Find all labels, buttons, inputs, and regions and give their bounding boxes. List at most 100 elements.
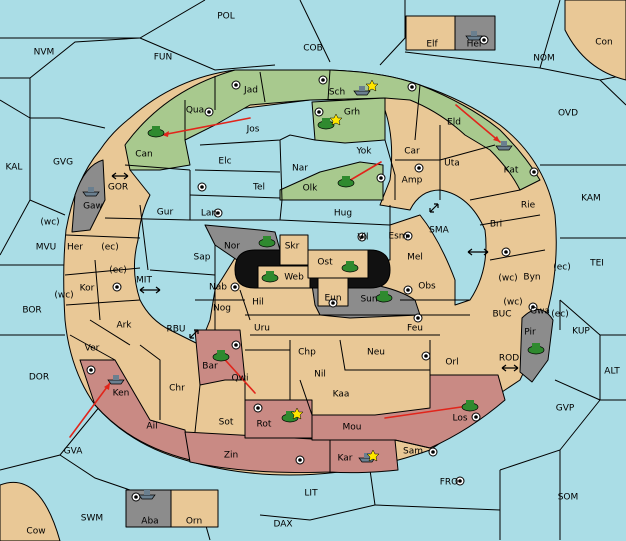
region-label-dor: DOR (29, 373, 49, 383)
region-label-gva: GVA (64, 447, 84, 457)
region-label-nar: Nar (292, 164, 308, 174)
supply-center (479, 35, 489, 45)
region-label-alt: ALT (604, 367, 620, 377)
order-arrows (69, 104, 501, 438)
region-label-vil: Vil (358, 233, 369, 243)
star-icon (366, 449, 380, 462)
army-icon (341, 261, 359, 273)
region-label-som: SOM (558, 493, 579, 503)
army-units[interactable] (147, 118, 545, 423)
region-label-nog: Nog (213, 304, 231, 314)
region-label-cow: Cow (26, 527, 45, 537)
fleet-units[interactable] (82, 31, 513, 500)
army-icon (375, 291, 393, 303)
region-elf[interactable] (405, 15, 456, 51)
star-icon (365, 79, 379, 92)
region-label-eld: Eld (447, 118, 461, 128)
region-label-elf: Elf (426, 40, 438, 50)
supply-center (131, 492, 141, 502)
supply-center (230, 282, 240, 292)
region-label-eun: Eun (324, 294, 341, 304)
supply-center (204, 107, 214, 117)
region-label-con: Con (595, 38, 613, 48)
supply-center (428, 447, 438, 457)
region-label-kal: KAL (6, 163, 23, 173)
region-mou[interactable] (311, 374, 506, 449)
region-label-kar: Kar (338, 454, 353, 464)
region-label-byn: Byn (523, 273, 540, 283)
supply-center (413, 313, 423, 323)
region-label-kor: Kor (80, 284, 95, 294)
region-orn[interactable] (170, 489, 219, 528)
region-label-amp: Amp (402, 176, 423, 186)
region-label-mou: Mou (343, 423, 362, 433)
region-label-mel: Mel (407, 253, 423, 263)
region-label-buc: BUC (492, 310, 511, 320)
region-label-gvp: GVP (556, 404, 575, 414)
region-label-bar: Bar (202, 362, 218, 372)
region-label-jad: Jad (243, 86, 258, 96)
region-label-rbu: RBU (166, 325, 185, 335)
region-label-ken: Ken (113, 389, 130, 399)
region-label-yok: Yok (355, 147, 372, 157)
region-label-fro: FRO (440, 478, 459, 488)
region-label-nom: NOM (533, 54, 555, 64)
region-label-qua: Qua (186, 106, 204, 116)
army-icon (261, 271, 279, 283)
region-label-qwi: Qwi (232, 374, 249, 384)
region-label-kat: Kat (504, 166, 519, 176)
supply-center (455, 476, 465, 486)
region-label-ec: (ec) (109, 266, 127, 276)
region-label-aba: Aba (141, 517, 158, 527)
region-label-sun: Sun (360, 295, 377, 305)
region-label-rie: Rie (521, 201, 536, 211)
region-label-bor: BOR (22, 306, 41, 316)
region-label-nvm: NVM (34, 48, 55, 58)
star-icon (329, 113, 343, 126)
region-olk[interactable] (279, 161, 384, 201)
region-label-pir: Pir (524, 328, 536, 338)
region-label-nab: Nab (209, 283, 227, 293)
region-label-zin: Zin (224, 451, 238, 461)
region-label-hel: Hel (467, 40, 482, 50)
region-label-gor: GOR (108, 183, 128, 193)
army-icon (258, 236, 276, 248)
region-grh[interactable] (311, 97, 386, 144)
supply-center (213, 208, 223, 218)
region-label-kaa: Kaa (333, 390, 350, 400)
supply-center (403, 285, 413, 295)
region-label-los: Los (452, 414, 467, 424)
fleet-icon (465, 31, 483, 41)
region-label-ovd: OVD (558, 109, 578, 119)
region-green-north[interactable] (124, 69, 541, 191)
supply-center (407, 82, 417, 92)
star-markers (290, 79, 380, 462)
supply-center (471, 412, 481, 422)
region-label-fun: FUN (154, 53, 173, 63)
supply-center (314, 107, 324, 117)
land-borders (64, 69, 546, 449)
supply-center (231, 340, 241, 350)
fleet-icon (82, 187, 100, 197)
region-label-gvg: GVG (53, 158, 73, 168)
star-icon (290, 407, 304, 420)
region-label-ec: (ec) (551, 310, 569, 320)
region-label-skr: Skr (285, 242, 300, 252)
region-label-olk: Olk (303, 184, 319, 194)
region-label-gwa: Gwa (530, 307, 550, 317)
region-label-sch: Sch (329, 88, 345, 98)
region-label-can: Can (135, 150, 153, 160)
region-label-elc: Elc (218, 157, 231, 167)
region-label-jos: Jos (246, 125, 260, 135)
region-label-hug: Hug (334, 209, 352, 219)
region-label-sam: Sam (403, 447, 423, 457)
region-label-dax: DAX (273, 520, 292, 530)
region-label-ost: Ost (317, 258, 333, 268)
region-skr[interactable] (279, 234, 309, 266)
region-label-car: Car (404, 147, 420, 157)
region-labels: POL NVM FUN COB NOM Con Elf Hel OVD KAL … (6, 12, 621, 537)
supply-center (357, 232, 367, 242)
supply-centers (86, 35, 539, 502)
